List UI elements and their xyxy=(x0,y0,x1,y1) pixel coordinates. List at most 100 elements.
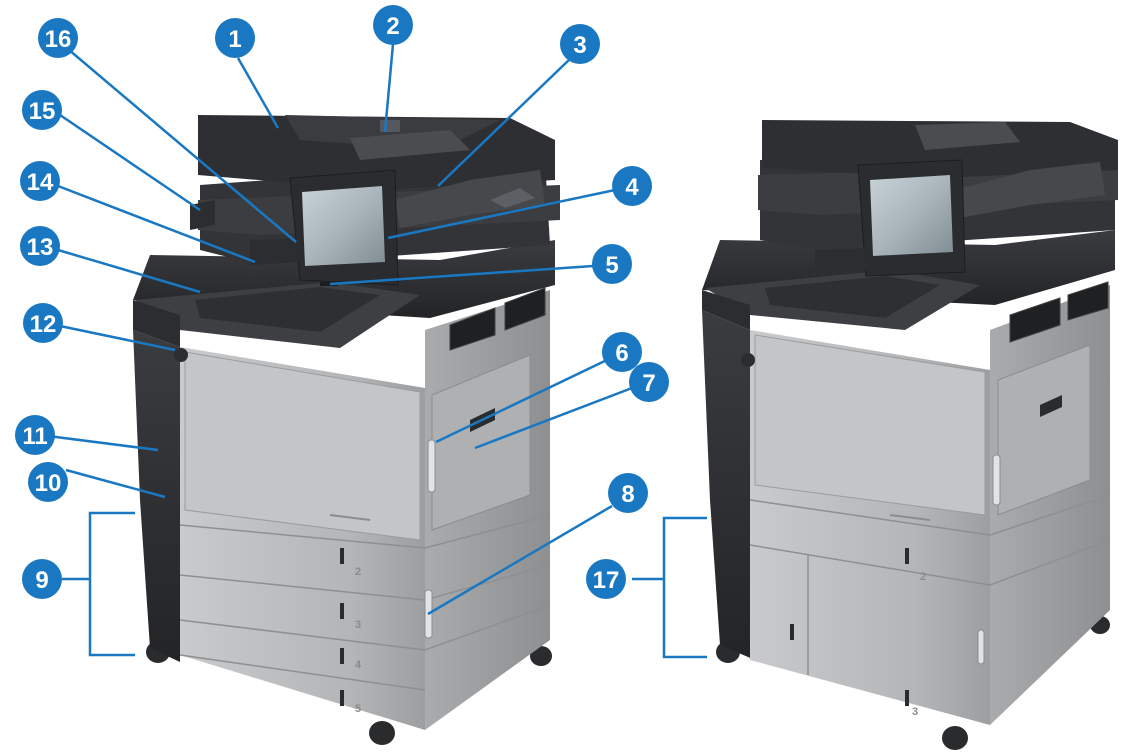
output-bin-inner xyxy=(765,276,940,318)
vent xyxy=(504,287,546,331)
callout-number: 7 xyxy=(642,370,655,397)
tray-handle xyxy=(340,648,344,664)
callout-17: 17 xyxy=(586,559,626,599)
front-frame xyxy=(702,290,750,330)
leader-line-14 xyxy=(57,184,256,264)
input-tray xyxy=(350,130,470,160)
feeder-output-tray xyxy=(955,162,1105,218)
callout-10: 10 xyxy=(28,462,68,502)
printer-right: 2 3 xyxy=(702,120,1118,750)
callout-number: 3 xyxy=(573,32,586,59)
tray-handle xyxy=(905,548,909,564)
tray-handle xyxy=(340,548,344,564)
callout-15: 15 xyxy=(22,90,62,130)
front-frame xyxy=(133,300,180,347)
tray-label-3: 3 xyxy=(912,706,918,718)
callout-13: 13 xyxy=(20,226,60,266)
callout-number: 6 xyxy=(615,340,628,367)
callout-number: 14 xyxy=(27,169,54,196)
callouts: 1 2 3 4 5 6 7 8 xyxy=(15,5,669,599)
leader-line-13 xyxy=(57,248,201,294)
left-side-panel xyxy=(702,310,755,660)
leader-line-2 xyxy=(383,43,395,133)
leader-line-5 xyxy=(329,264,594,286)
vent xyxy=(1067,281,1109,321)
tray-handle xyxy=(790,624,794,640)
power-button-icon xyxy=(174,348,188,362)
leader-line-16 xyxy=(61,43,297,243)
leader-line-4 xyxy=(387,188,616,240)
jam-handle xyxy=(1040,395,1062,417)
bracket-9 xyxy=(88,511,135,657)
tray-label-4: 4 xyxy=(355,659,362,671)
keyboard-drawer xyxy=(250,238,300,265)
right-door-latch xyxy=(427,439,436,493)
tray-handle xyxy=(340,603,344,619)
front-door xyxy=(184,351,421,541)
paper-guide xyxy=(380,120,400,132)
caster-wheel xyxy=(369,721,395,745)
tray-label-2: 2 xyxy=(355,566,361,578)
callout-number: 16 xyxy=(45,26,72,53)
callout-4: 4 xyxy=(612,166,652,206)
callout-number: 4 xyxy=(625,174,639,201)
leader-line-6 xyxy=(435,356,612,444)
caster-wheel xyxy=(530,646,552,666)
bracket-17 xyxy=(662,516,707,659)
document-feeder xyxy=(762,120,1118,178)
usb-port xyxy=(320,282,338,286)
tray-label-3: 3 xyxy=(355,619,361,631)
tray-extension xyxy=(490,188,535,208)
callout-6: 6 xyxy=(602,332,642,372)
callout-number: 13 xyxy=(27,234,54,261)
callout-9: 9 xyxy=(22,559,62,599)
leader-line-1 xyxy=(236,57,280,129)
leader-line-3 xyxy=(437,57,572,187)
right-door-latch xyxy=(992,454,1001,506)
leader-line-15 xyxy=(59,113,201,212)
power-button-icon xyxy=(741,353,755,367)
caster-wheel xyxy=(942,726,968,750)
leader-line-7 xyxy=(474,386,633,450)
callout-11: 11 xyxy=(15,415,55,455)
callout-1: 1 xyxy=(215,18,255,58)
leader-line-8 xyxy=(427,504,613,616)
front-door xyxy=(754,334,986,516)
callout-8: 8 xyxy=(608,473,648,513)
callout-3: 3 xyxy=(560,24,600,64)
tray-handle xyxy=(905,690,909,706)
tray-seam xyxy=(179,654,426,691)
callout-number: 5 xyxy=(605,252,618,279)
left-side-panel xyxy=(133,330,180,662)
tray-seam xyxy=(749,539,1111,586)
callout-7: 7 xyxy=(629,362,669,402)
leader-line-11 xyxy=(47,434,159,452)
callout-16: 16 xyxy=(38,18,78,58)
leader-lines xyxy=(47,43,707,659)
vent xyxy=(1009,297,1061,343)
tray-seam xyxy=(179,514,551,549)
tray-seam xyxy=(179,604,551,651)
callout-number: 10 xyxy=(35,470,62,497)
callout-number: 12 xyxy=(30,311,57,338)
callout-number: 11 xyxy=(22,423,47,450)
callout-number: 9 xyxy=(35,567,48,594)
callout-number: 8 xyxy=(621,481,634,508)
tray-label-5: 5 xyxy=(355,703,361,715)
tray-seam xyxy=(749,494,1111,536)
tray-label-2: 2 xyxy=(920,571,926,583)
door-handle xyxy=(329,514,371,521)
callout-number: 1 xyxy=(228,26,241,53)
vent xyxy=(449,307,496,351)
door-handle xyxy=(889,514,931,521)
keyboard-drawer xyxy=(815,248,866,272)
touchscreen xyxy=(302,186,385,266)
feeder-output-tray xyxy=(395,170,545,228)
leader-line-12 xyxy=(59,324,176,352)
tray-handle xyxy=(340,690,344,706)
leader-line-10 xyxy=(65,468,166,499)
printer-left: 2 3 4 5 xyxy=(133,115,560,745)
output-bin-inner xyxy=(195,287,380,332)
callout-number: 17 xyxy=(593,567,620,594)
touchscreen xyxy=(870,175,953,256)
